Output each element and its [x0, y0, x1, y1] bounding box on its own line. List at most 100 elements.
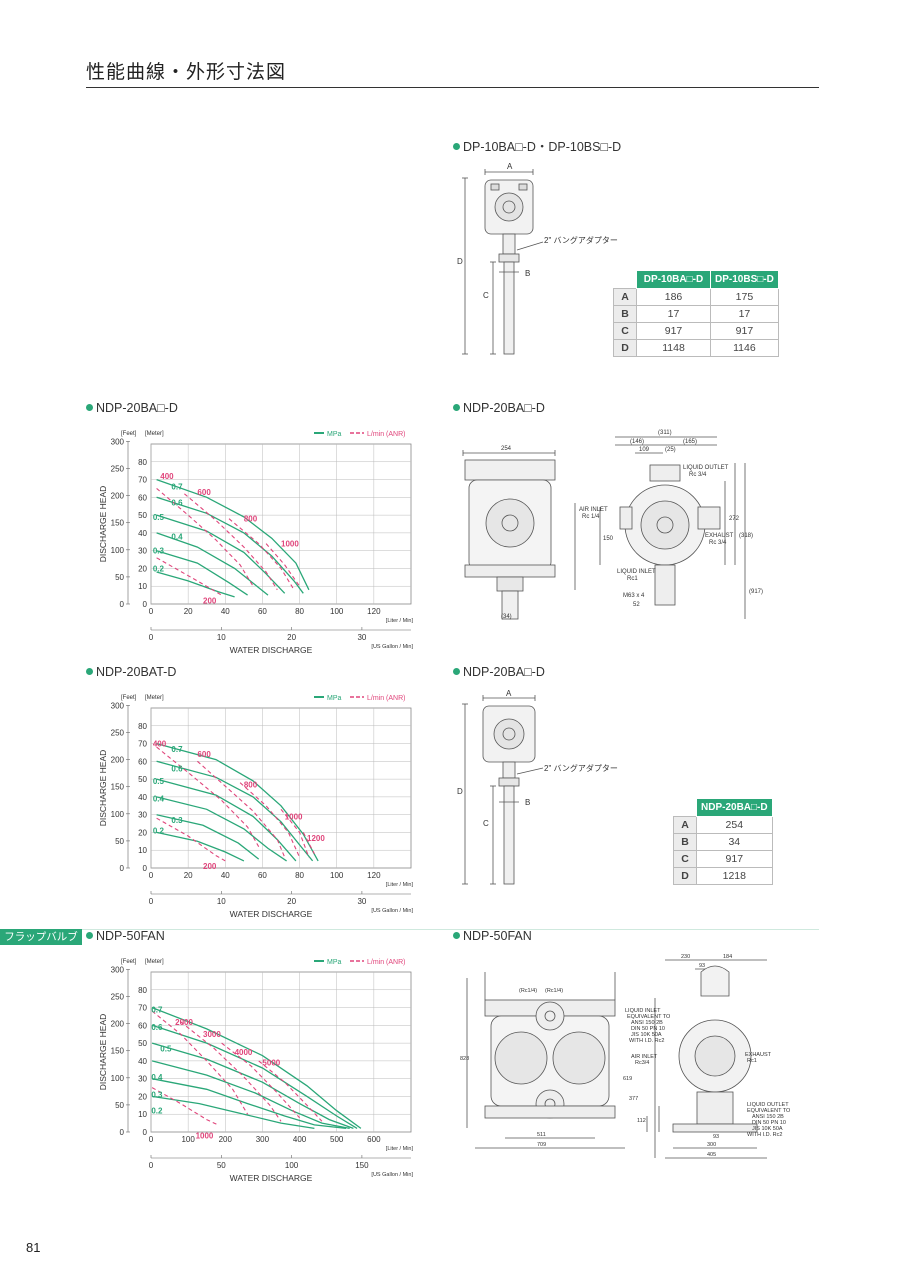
- dp10-drawing: A D C B 2" バングアダプター: [457, 162, 618, 355]
- y-tick-label: 10: [138, 582, 147, 591]
- dim-34: (34): [501, 614, 512, 620]
- cell: 917: [696, 850, 773, 868]
- inlet-line1: LIQUID INLET: [625, 1008, 661, 1014]
- feet-tick-label: 0: [120, 600, 125, 609]
- dim-52: 52: [633, 602, 640, 608]
- x-tick-label: 0: [149, 1135, 154, 1144]
- curve-label: 2000: [175, 1018, 193, 1027]
- air-curve-4000: [221, 1042, 301, 1119]
- mpa-curve-0.4: [156, 532, 269, 596]
- inlet-line5: JIS 10K 50A: [631, 1032, 662, 1038]
- x-unit: [Liter / Min]: [386, 618, 414, 624]
- curve-label: 0.6: [171, 764, 183, 773]
- x-tick-label: 20: [184, 871, 193, 880]
- feet-tick-label: 50: [115, 573, 124, 582]
- meter-unit: [Meter]: [145, 695, 164, 701]
- liquid-inlet-label: LIQUID INLET: [617, 569, 656, 575]
- outlet-line2: EQUIVALENT TO: [747, 1108, 791, 1114]
- curve-label: 0.2: [153, 564, 165, 573]
- dim-25: (25): [665, 447, 676, 453]
- feet-tick-label: 150: [111, 783, 125, 792]
- x-tick-label: 400: [293, 1135, 307, 1144]
- x-tick-label: 120: [367, 607, 381, 616]
- outlet-line4: DIN 50 PN 10: [752, 1120, 786, 1126]
- gallon-tick-label: 50: [217, 1161, 226, 1170]
- feet-tick-label: 200: [111, 1020, 125, 1029]
- dim-165: (165): [683, 439, 697, 445]
- x-tick-label: 500: [330, 1135, 344, 1144]
- x-unit: [Liter / Min]: [386, 1146, 414, 1152]
- gallon-tick-label: 0: [149, 1161, 154, 1170]
- x-tick-label: 100: [181, 1135, 195, 1144]
- page-number: 81: [26, 1240, 41, 1255]
- air-inlet-label: AIR INLET: [579, 507, 608, 513]
- y-tick-label: 40: [138, 1057, 147, 1066]
- y-axis-label: DISCHARGE HEAD: [98, 1014, 108, 1091]
- curve-label: 1000: [196, 1132, 214, 1141]
- dim-93-top: 93: [699, 963, 705, 969]
- dim-254: 254: [501, 446, 512, 452]
- cell: 17: [636, 305, 711, 323]
- x-tick-label: 100: [330, 871, 344, 880]
- y-tick-label: 50: [138, 511, 147, 520]
- dim-93-bottom: 93: [713, 1134, 719, 1140]
- y-tick-label: 20: [138, 1092, 147, 1101]
- y-axis-label: DISCHARGE HEAD: [98, 486, 108, 563]
- dp10-label-c: C: [483, 291, 489, 300]
- curve-label: 5000: [262, 1059, 280, 1068]
- chart-ndp20: 01020304050607080050100150200250300[Feet…: [98, 431, 414, 654]
- air-curve-400: [156, 746, 260, 847]
- row-key: C: [673, 850, 697, 868]
- mpa-curve-0.6: [156, 760, 314, 862]
- heading-ndp50-chart: NDP-50FAN: [86, 929, 165, 943]
- bullet-icon: [453, 932, 460, 939]
- inlet-line6: WITH I.D. Rc2: [629, 1038, 664, 1044]
- curve-label: 800: [244, 515, 258, 524]
- x-tick-label: 600: [367, 1135, 381, 1144]
- row-key: A: [673, 816, 697, 834]
- y-tick-label: 70: [138, 740, 147, 749]
- feet-tick-label: 50: [115, 1101, 124, 1110]
- dim-109: 109: [639, 447, 650, 453]
- y-tick-label: 0: [143, 1128, 148, 1137]
- cell: 917: [710, 322, 779, 340]
- x-tick-label: 200: [219, 1135, 233, 1144]
- curve-label: 0.7: [171, 483, 183, 492]
- cell: 1148: [636, 339, 711, 357]
- mpa-curve-0.6: [151, 1024, 358, 1129]
- air-curve-1000: [280, 808, 310, 858]
- outlet-line6: WITH I.D. Rc2: [747, 1132, 782, 1138]
- curve-label: 0.5: [153, 777, 165, 786]
- feet-unit: [Feet]: [121, 431, 137, 437]
- dim-709: 709: [537, 1142, 546, 1148]
- legend-mpa: MPa: [327, 959, 342, 966]
- y-tick-label: 20: [138, 564, 147, 573]
- air-inlet-size: Rc 1/4: [582, 514, 600, 520]
- curve-label: 4000: [235, 1048, 253, 1057]
- x-tick-label: 20: [184, 607, 193, 616]
- curve-label: 0.4: [151, 1073, 163, 1082]
- mpa-curve-0.3: [151, 1078, 347, 1130]
- dim-311: (311): [658, 430, 672, 436]
- plot-area: [150, 707, 412, 869]
- feet-tick-label: 300: [111, 701, 125, 710]
- mpa-curve-0.6: [156, 496, 304, 594]
- mpa-curve-0.4: [156, 796, 287, 862]
- table-header: DP-10BS□-D: [710, 270, 779, 289]
- y-axis-label: DISCHARGE HEAD: [98, 750, 108, 827]
- air-curve-1000: [151, 1087, 219, 1126]
- x-unit: [Liter / Min]: [386, 882, 414, 888]
- x-tick-label: 120: [367, 871, 381, 880]
- y-tick-label: 60: [138, 757, 147, 766]
- feet-tick-label: 0: [120, 1128, 125, 1137]
- x-tick-label: 300: [256, 1135, 270, 1144]
- table-header: DP-10BA□-D: [636, 270, 711, 289]
- heading-ndp50-chart-text: NDP-50FAN: [96, 929, 165, 943]
- heading-dp10: DP-10BA□-D・DP-10BS□-D: [453, 136, 621, 155]
- gallon-tick-label: 0: [149, 633, 154, 642]
- dim-405: 405: [707, 1152, 716, 1158]
- outlet-line5: JIS 10K 50A: [752, 1126, 783, 1132]
- mpa-curve-0.7: [151, 1006, 362, 1129]
